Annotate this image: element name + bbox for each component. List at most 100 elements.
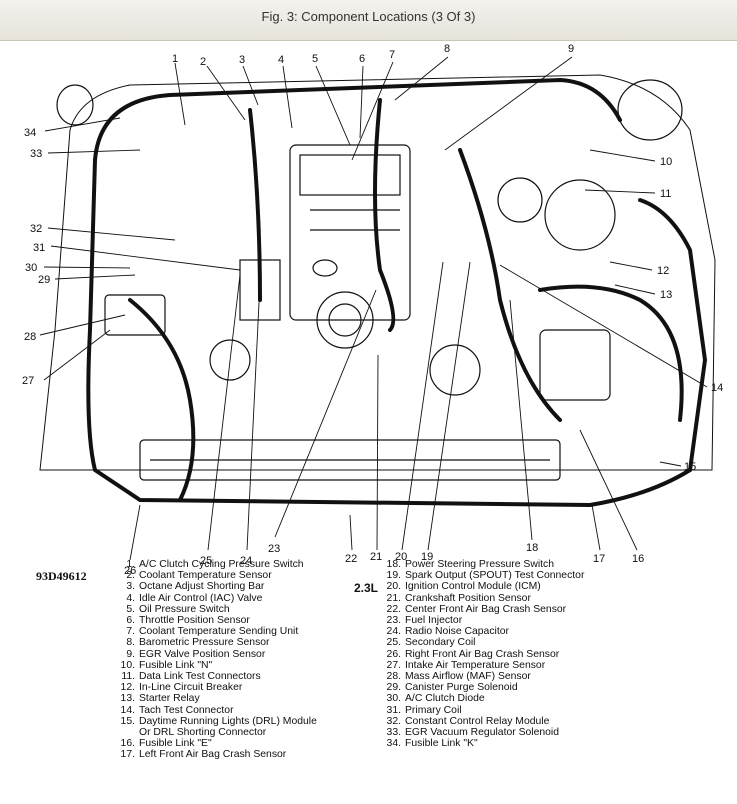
legend-item-text: Or DRL Shorting Connector (139, 727, 267, 739)
legend-item-text: Tach Test Connector (139, 704, 234, 716)
legend-item: 23. Fuel Injector (381, 615, 721, 626)
legend-item-text: Data Link Test Connectors (139, 671, 261, 683)
legend-item-text: Right Front Air Bag Crash Sensor (405, 648, 560, 660)
callout-31: 31 (33, 242, 45, 254)
legend-item: 27.Intake Air Temperature Sensor (381, 660, 721, 671)
legend-item: 8.Barometric Pressure Sensor (115, 637, 365, 648)
legend-item-number: 11. (121, 671, 135, 683)
legend-item-text: Left Front Air Bag Crash Sensor (139, 749, 287, 761)
legend-item: Or DRL Shorting Connector (115, 727, 365, 738)
callout-7: 7 (389, 49, 395, 61)
legend-item-number: 26. (386, 648, 401, 660)
legend-item: 32.Constant Control Relay Module (381, 716, 721, 727)
legend-item-number: 23. (386, 615, 401, 627)
legend-item: 31.Primary Coil (381, 705, 721, 716)
legend-item: 2.Coolant Temperature Sensor (115, 570, 365, 581)
legend-item-text: Coolant Temperature Sending Unit (139, 626, 299, 638)
callout-10: 10 (660, 156, 672, 168)
legend-item-number: 27. (386, 659, 401, 671)
legend-item: 3. Octane Adjust Shorting Bar (115, 581, 365, 592)
legend-item-number: 7. (126, 626, 135, 638)
legend-item-number: 10. (120, 659, 135, 671)
legend-item-text: Spark Output (SPOUT) Test Connector (405, 570, 585, 582)
legend-item-number: 6. (126, 615, 135, 627)
legend-item-text: Idle Air Control (IAC) Valve (139, 592, 263, 604)
legend-item-number: 9. (126, 648, 135, 660)
legend-item-text: EGR Vacuum Regulator Solenoid (405, 727, 560, 739)
legend-item-text: A/C Clutch Cycling Pressure Switch (139, 559, 304, 570)
legend-item-number: 24. (386, 626, 401, 638)
legend-item: 24.Radio Noise Capacitor (381, 626, 721, 637)
legend-item-number: 3. (126, 581, 135, 593)
legend-item-number: 5. (126, 603, 135, 615)
legend-item-text: Ignition Control Module (ICM) (405, 581, 541, 593)
callout-23: 23 (268, 543, 280, 555)
legend-item-number: 29. (386, 682, 401, 694)
callout-12: 12 (657, 265, 669, 277)
legend-item: 6. Throttle Position Sensor (115, 615, 365, 626)
legend-item: 5. Oil Pressure Switch (115, 604, 365, 615)
legend-item-number: 4. (126, 592, 135, 604)
legend-item: 1. A/C Clutch Cycling Pressure Switch (115, 559, 365, 570)
legend-item: 21.Crankshaft Position Sensor (381, 593, 721, 604)
callout-13: 13 (660, 289, 672, 301)
legend-item-text: Octane Adjust Shorting Bar (139, 581, 265, 593)
legend-item: 12.In-Line Circuit Breaker (115, 682, 365, 693)
legend-item-text: Constant Control Relay Module (405, 715, 550, 727)
legend-item-text: Starter Relay (139, 693, 200, 705)
legend-item-number: 22. (386, 603, 401, 615)
callout-5: 5 (312, 53, 318, 65)
legend-item-number: 16. (120, 738, 135, 750)
legend-item: 33. EGR Vacuum Regulator Solenoid (381, 727, 721, 738)
leader-lines (39, 56, 708, 561)
legend-item-text: In-Line Circuit Breaker (139, 682, 243, 694)
legend-item: 10. Fusible Link "N" (115, 660, 365, 671)
legend-item: 22.Center Front Air Bag Crash Sensor (381, 604, 721, 615)
legend-item-text: Fuel Injector (405, 615, 463, 627)
legend-item-text: EGR Valve Position Sensor (139, 648, 266, 660)
callout-28: 28 (24, 331, 36, 343)
legend-item-text: A/C Clutch Diode (405, 693, 485, 705)
legend-item-number: 14. (120, 704, 135, 716)
legend-item: 7. Coolant Temperature Sending Unit (115, 626, 365, 637)
legend-item-number: 15. (120, 715, 135, 727)
legend-item: 25.Secondary Coil (381, 637, 721, 648)
legend-item: 29. Canister Purge Solenoid (381, 682, 721, 693)
legend-item-text: Fusible Link "E" (139, 738, 212, 750)
callout-14: 14 (711, 382, 723, 394)
legend-item-number: 30. (386, 693, 401, 705)
legend-item-text: Fusible Link "N" (139, 659, 213, 671)
callout-3: 3 (239, 54, 245, 66)
legend-item-number: 33. (386, 727, 401, 739)
legend-item: 11. Data Link Test Connectors (115, 671, 365, 682)
legend-item: 30. A/C Clutch Diode (381, 693, 721, 704)
legend-item-text: Fusible Link "K" (405, 738, 478, 750)
callout-6: 6 (359, 53, 365, 65)
callout-26: 26 (124, 565, 136, 577)
legend-item-text: Mass Airflow (MAF) Sensor (405, 671, 531, 683)
legend-item-number: 18. (386, 559, 401, 570)
legend-item-number: 21. (386, 592, 401, 604)
legend-item: 26. Right Front Air Bag Crash Sensor (381, 649, 721, 660)
callout-9: 9 (568, 43, 574, 55)
callout-30: 30 (25, 262, 37, 274)
legend-item-number: 13. (120, 693, 135, 705)
legend-item-number: 1. (126, 559, 135, 570)
legend-item: 13. Starter Relay (115, 693, 365, 704)
callout-11: 11 (660, 188, 671, 200)
legend-item-number: 25. (386, 637, 401, 649)
legend-item-text: Canister Purge Solenoid (405, 682, 518, 694)
legend-item: 16. Fusible Link "E" (115, 738, 365, 749)
callout-33: 33 (30, 148, 42, 160)
legend-item-text: Oil Pressure Switch (139, 603, 230, 615)
callout-22: 22 (345, 553, 357, 565)
legend-item-text: Barometric Pressure Sensor (139, 637, 270, 649)
callout-16: 16 (632, 553, 644, 565)
legend-item-number: 20. (386, 581, 401, 593)
legend-item-number: 34. (386, 738, 401, 750)
legend-item-number: 31. (386, 704, 401, 716)
legend-item-text: Throttle Position Sensor (139, 615, 250, 627)
legend-item: 18.Power Steering Pressure Switch (381, 559, 721, 570)
